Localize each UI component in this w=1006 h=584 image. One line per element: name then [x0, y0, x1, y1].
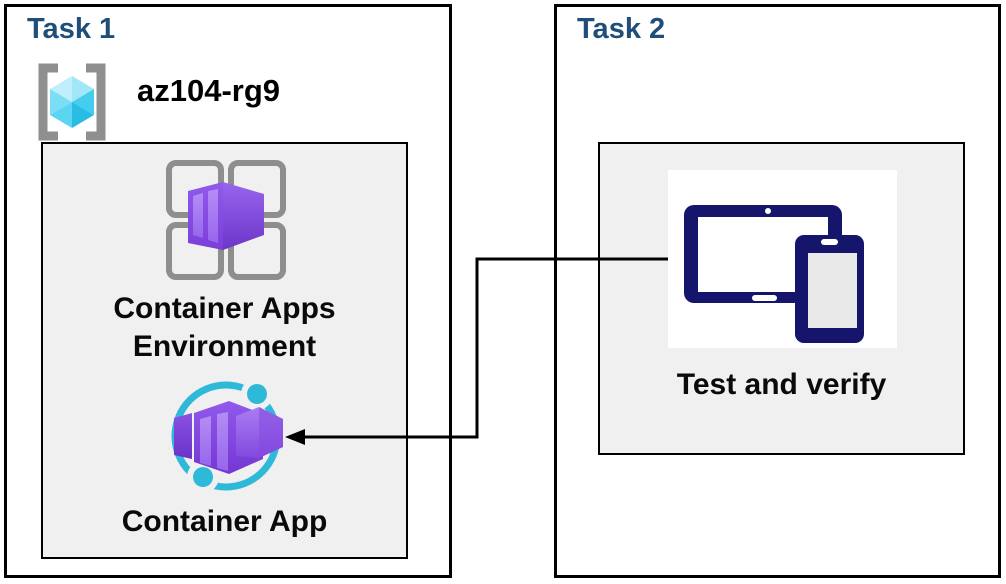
cae-label-line2: Environment [132, 330, 317, 363]
task1-inner-panel: Container Apps Environment [41, 142, 408, 559]
task2-panel: Task 2 Test and verify [554, 4, 1001, 578]
task1-title: Task 1 [27, 13, 116, 45]
container-app-label: Container App [121, 505, 328, 538]
device-card [668, 170, 897, 348]
task1-panel: Task 1 az104-rg9 [4, 4, 452, 578]
container-app-icon [171, 378, 283, 493]
resource-group-name: az104-rg9 [137, 73, 281, 108]
test-and-verify-label: Test and verify [676, 368, 887, 401]
task2-inner-panel: Test and verify [598, 142, 965, 455]
task2-title: Task 2 [577, 13, 666, 45]
resource-group-icon [38, 63, 106, 141]
container-apps-environment-icon [166, 160, 286, 280]
container-apps-environment-label: Container Apps Environment [43, 290, 406, 366]
cae-label-line1: Container Apps [113, 292, 336, 325]
tablet-phone-icon [684, 205, 864, 343]
